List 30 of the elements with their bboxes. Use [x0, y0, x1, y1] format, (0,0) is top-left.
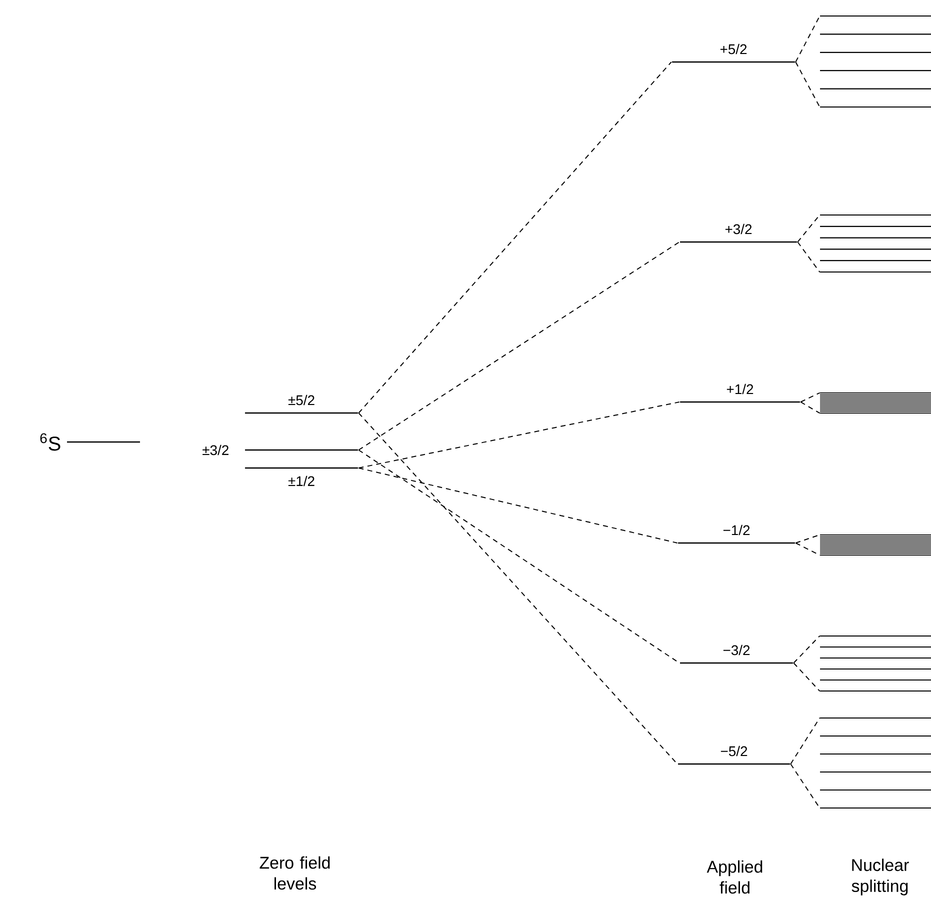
energy-level: +5/2 [671, 44, 796, 63]
nuclear-sublevels-drawing [820, 717, 931, 809]
dashed-connector [795, 15, 820, 108]
column-label: Applied field [706, 860, 762, 894]
dashed-connector [358, 242, 680, 450]
dashed-connector [800, 392, 820, 414]
column-label: Nuclear splitting [852, 858, 909, 896]
dashed-connector [358, 402, 680, 468]
energy-level: $^{6}$S [40, 433, 141, 451]
energy-level: +3/2 [679, 224, 798, 243]
energy-level: ±1/2 [244, 467, 359, 486]
energy-level: ±5/2 [244, 394, 359, 414]
nuclear-sublevels-drawing [820, 534, 931, 556]
dashed-connector [358, 62, 672, 414]
energy-level: −1/2 [677, 524, 796, 544]
energy-level: +1/2 [679, 384, 801, 403]
dashed-connector [790, 717, 820, 809]
dashed-connector [797, 214, 820, 273]
nuclear-sublevels-drawing [820, 392, 931, 414]
column-label: Zero field levels [260, 856, 330, 890]
dashed-connector [358, 468, 678, 544]
dashed-connector [793, 635, 820, 692]
energy-level: ±3/2 [202, 444, 359, 456]
nuclear-sublevels-drawing [820, 15, 931, 108]
nuclear-sublevels-drawing [820, 214, 931, 273]
energy-level: −5/2 [677, 746, 791, 765]
energy-level: −3/2 [679, 644, 794, 664]
dashed-connector [358, 412, 678, 764]
nuclear-sublevels-drawing [820, 635, 931, 692]
dashed-connector [795, 534, 820, 556]
